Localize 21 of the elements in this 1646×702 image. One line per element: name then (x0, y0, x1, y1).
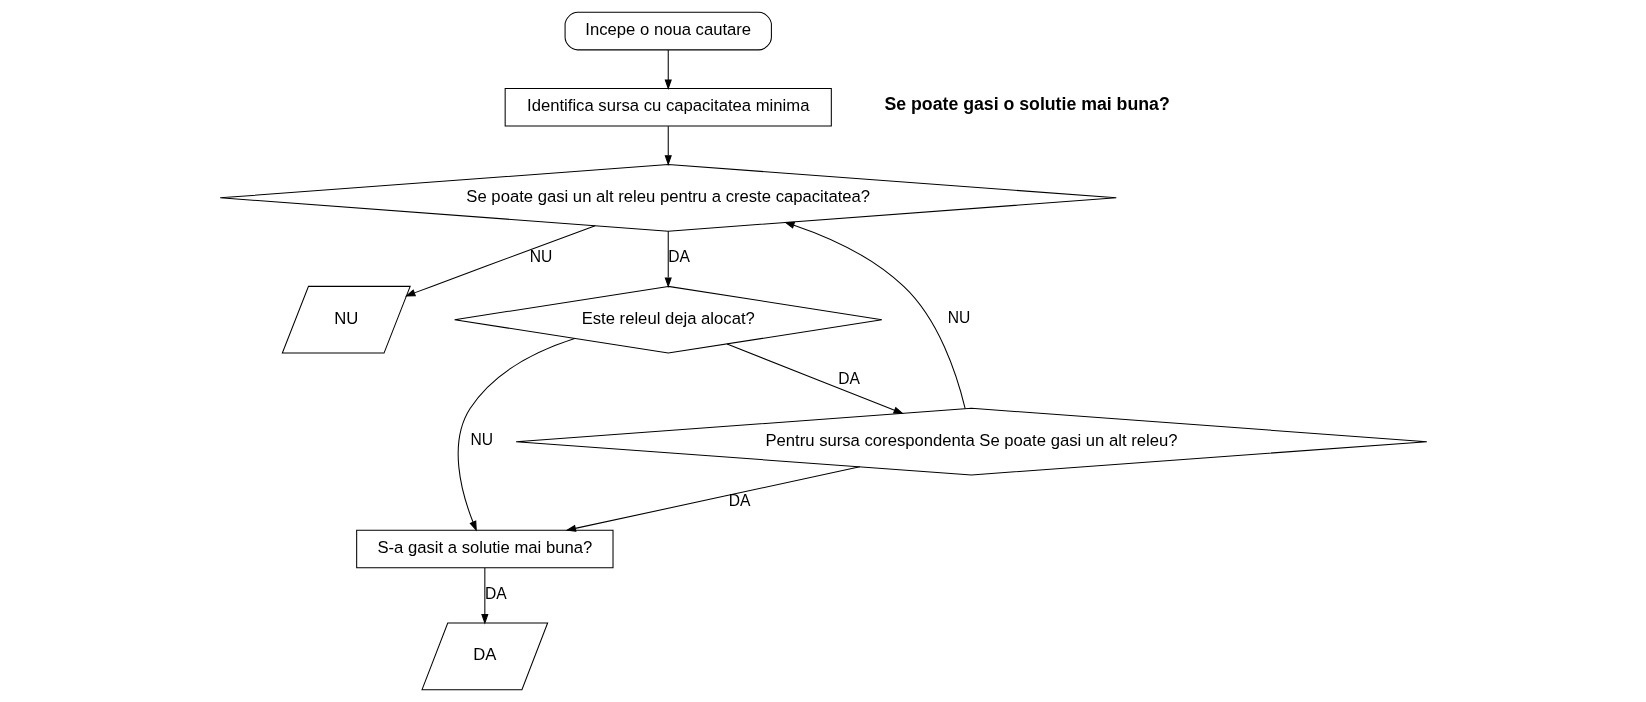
arrow (565, 466, 860, 532)
arrow (726, 343, 904, 414)
edge-label: DA (837, 370, 860, 388)
edge-label: DA (667, 248, 690, 266)
arrow (480, 567, 488, 625)
edge-label: DA (484, 585, 507, 602)
node-box: S-a gasit a solutie mai buna? (355, 529, 614, 569)
arrow (664, 230, 672, 288)
edge-label: NU (947, 309, 970, 327)
edge-label: NU (529, 248, 552, 266)
label: Se poate gasi o solutie mai buna? (883, 94, 1170, 115)
edge-label: DA (728, 492, 750, 510)
edge-label: NU (469, 431, 493, 449)
arrow (404, 225, 596, 297)
node-diamond: Este releul deja alocat? (453, 285, 882, 354)
node-box: Incepe o noua cautare (564, 11, 772, 51)
arrow (783, 221, 966, 410)
arrow (664, 125, 672, 166)
arrow (457, 338, 575, 532)
arrow (664, 49, 672, 90)
node-box: Identifica sursa cu capacitatea minima (504, 87, 832, 127)
